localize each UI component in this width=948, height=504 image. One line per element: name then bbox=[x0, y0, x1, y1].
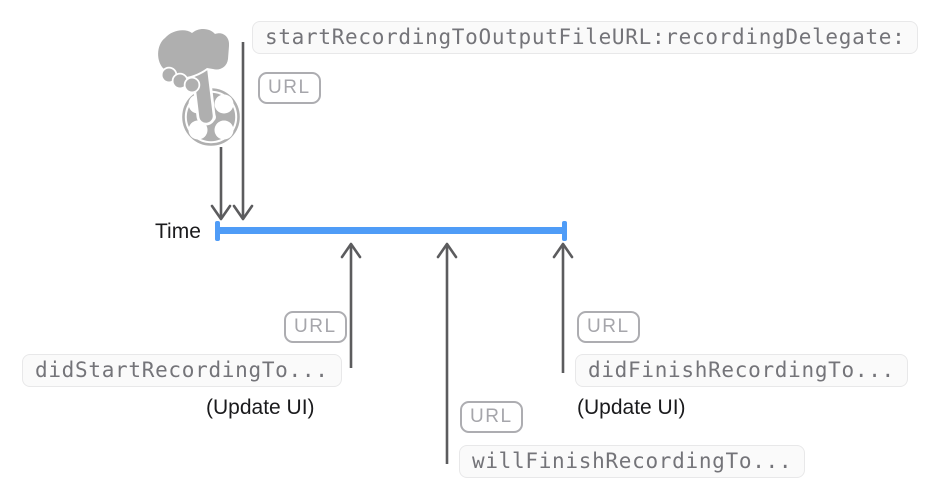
update-ui-note-did-finish: (Update UI) bbox=[577, 396, 686, 419]
did-start-recording-method-box: didStartRecordingTo... bbox=[22, 354, 342, 387]
url-badge-did-start: URL bbox=[284, 311, 347, 343]
up-arrow-will-finish bbox=[436, 242, 458, 464]
url-badge-did-finish: URL bbox=[577, 311, 640, 343]
up-arrow-did-start bbox=[340, 242, 362, 368]
start-recording-method-box: startRecordingToOutputFileURL:recordingD… bbox=[252, 21, 919, 54]
url-badge-will-finish: URL bbox=[460, 401, 523, 433]
timeline-end-tick bbox=[562, 221, 567, 241]
did-finish-recording-method-box: didFinishRecordingTo... bbox=[575, 354, 908, 387]
url-badge-start: URL bbox=[258, 72, 321, 104]
down-arrow-tap bbox=[210, 147, 232, 221]
update-ui-note-did-start: (Update UI) bbox=[206, 396, 315, 419]
tap-hand-icon bbox=[156, 27, 232, 126]
up-arrow-did-finish bbox=[552, 242, 574, 373]
time-label: Time bbox=[155, 220, 201, 243]
tap-movie-reel-icon bbox=[156, 27, 240, 146]
timeline-bar bbox=[215, 227, 567, 234]
down-arrow-start-call bbox=[232, 42, 254, 221]
will-finish-recording-method-box: willFinishRecordingTo... bbox=[459, 445, 806, 478]
